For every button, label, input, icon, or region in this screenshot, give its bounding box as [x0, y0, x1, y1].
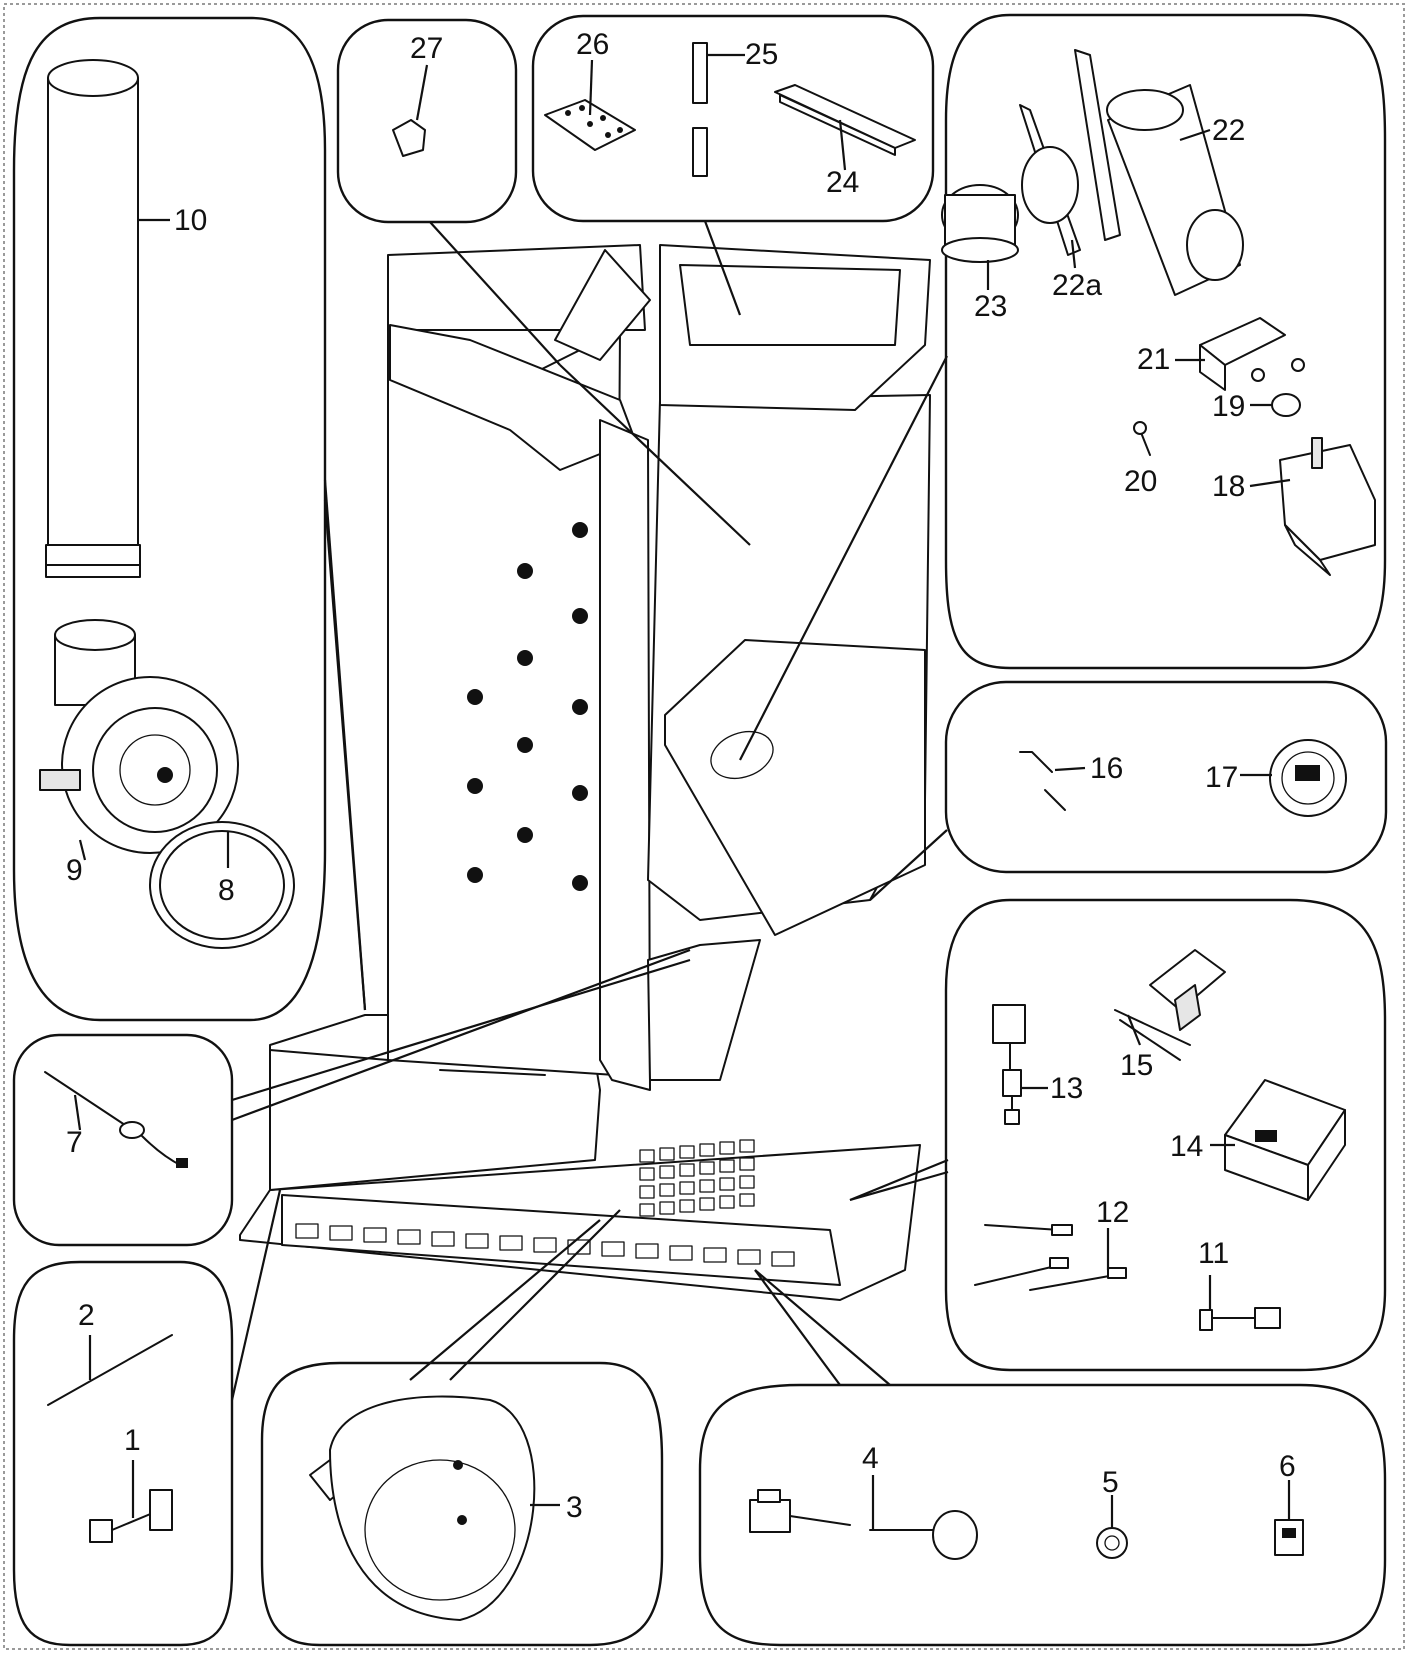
- panel-parts-24-26: [531, 14, 935, 223]
- panel-part-7: [12, 1033, 234, 1247]
- vent-pipe-part: [45, 59, 170, 578]
- panel-parts-1-2: [12, 1260, 234, 1647]
- part-21-bracket: [1175, 317, 1286, 391]
- part-25-bracket: [692, 42, 745, 177]
- callout-27: 27: [410, 32, 443, 65]
- callout-22: 22: [1212, 114, 1245, 147]
- callout-14: 14: [1170, 1130, 1203, 1163]
- panel-blower: [260, 1361, 664, 1647]
- panel-electrical: [944, 898, 1387, 1372]
- part-24-cover: [774, 84, 916, 171]
- callout-7: 7: [66, 1126, 83, 1159]
- part-1-igniter: [89, 1460, 173, 1543]
- panel-part-27: [336, 18, 518, 224]
- part-2-rod: [47, 1334, 173, 1406]
- part-6-fitting: [1274, 1480, 1304, 1556]
- panel-parts-4-6: [698, 1383, 1387, 1647]
- part-16-strips: [1019, 751, 1086, 811]
- main-cabinet: [239, 244, 931, 1301]
- panel-burner-assembly: [944, 13, 1387, 670]
- part-20-screw: [1133, 421, 1151, 456]
- part-5-nut: [1096, 1495, 1128, 1559]
- callout-17: 17: [1205, 761, 1238, 794]
- part-18-gas-valve: [1249, 437, 1376, 576]
- callout-23: 23: [974, 290, 1007, 323]
- part-11-sensor: [1199, 1275, 1281, 1331]
- part-7-thermocouple: [44, 1071, 188, 1168]
- outer-frame: [3, 3, 1405, 1650]
- part-27-valve: [392, 64, 429, 157]
- callout-16: 16: [1090, 752, 1123, 785]
- part-3-blower: [309, 1395, 560, 1621]
- callout-13: 13: [1050, 1072, 1083, 1105]
- callout-12: 12: [1096, 1196, 1129, 1229]
- callout-2: 2: [78, 1299, 95, 1332]
- callout-4: 4: [862, 1442, 879, 1475]
- inducer-part: [39, 619, 239, 861]
- panel-flue-vent: [12, 16, 327, 1022]
- callout-5: 5: [1102, 1466, 1119, 1499]
- callout-19: 19: [1212, 390, 1245, 423]
- callout-24: 24: [826, 166, 859, 199]
- callout-1: 1: [124, 1424, 141, 1457]
- callout-22a: 22a: [1052, 269, 1102, 302]
- callout-10: 10: [174, 204, 207, 237]
- callout-21: 21: [1137, 343, 1170, 376]
- callout-11: 11: [1198, 1237, 1229, 1270]
- part-15-relay: [1114, 949, 1226, 1061]
- part-17-switch: [1240, 739, 1347, 817]
- burner-tube-part: [941, 49, 1244, 296]
- callout-3: 3: [566, 1491, 583, 1524]
- part-19-screws: [1250, 358, 1305, 417]
- panel-parts-16-17: [944, 680, 1388, 874]
- part-13-connector: [992, 1004, 1048, 1125]
- callout-20: 20: [1124, 465, 1157, 498]
- callout-labels: 1 2 3 4 5 6 7 8 9 10 11 12 13 14 15 16 1…: [66, 28, 1296, 1524]
- part-4-harness: [749, 1475, 978, 1560]
- part-12-wire-terminals: [974, 1224, 1127, 1291]
- callout-6: 6: [1279, 1450, 1296, 1483]
- callout-15: 15: [1120, 1049, 1153, 1082]
- callout-8: 8: [218, 874, 235, 907]
- callout-9: 9: [66, 854, 83, 887]
- callout-18: 18: [1212, 470, 1245, 503]
- callout-26: 26: [576, 28, 609, 61]
- part-26-plate: [544, 59, 636, 151]
- callout-25: 25: [745, 38, 778, 71]
- part-14-control-board: [1210, 1079, 1346, 1201]
- gasket-ring-part: [149, 821, 295, 949]
- leader-lines: [230, 220, 949, 1401]
